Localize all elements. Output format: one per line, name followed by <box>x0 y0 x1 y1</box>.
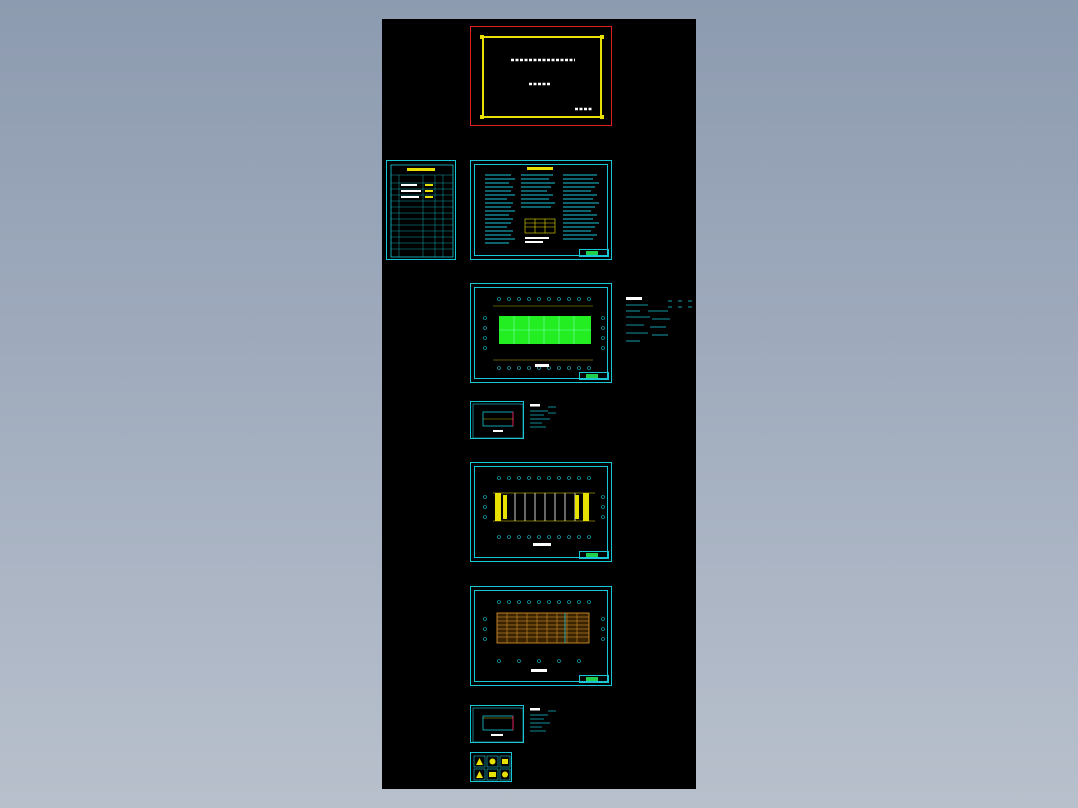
model-space-canvas[interactable] <box>382 19 696 789</box>
elevation-detail-sheet[interactable] <box>470 401 524 439</box>
design-notes-sheet[interactable] <box>470 160 612 260</box>
cover-sheet[interactable] <box>470 26 612 126</box>
section-detail-sheet[interactable] <box>470 705 524 743</box>
floor-plan-notes <box>626 297 692 342</box>
floor-plan-drawing <box>483 297 605 370</box>
section-detail-drawing <box>472 707 524 743</box>
cover-frame-drawing <box>480 35 604 119</box>
roof-plan-drawing <box>483 600 605 672</box>
framing-plan-sheet[interactable] <box>470 462 612 562</box>
legend-drawing <box>473 755 511 781</box>
elevation-detail-drawing <box>472 403 524 439</box>
design-notes-drawing <box>485 167 599 244</box>
title-block <box>579 372 609 380</box>
framing-plan-drawing <box>483 476 605 546</box>
floor-plan-sheet[interactable] <box>470 283 612 383</box>
elevation-detail-notes <box>530 404 556 428</box>
title-block <box>579 249 609 257</box>
section-detail-notes <box>530 708 556 732</box>
drawing-index-sheet[interactable] <box>386 160 456 260</box>
title-block <box>579 551 609 559</box>
index-table-drawing <box>390 164 454 258</box>
legend-sheet[interactable] <box>470 752 512 782</box>
roof-plan-sheet[interactable] <box>470 586 612 686</box>
title-block <box>579 675 609 683</box>
